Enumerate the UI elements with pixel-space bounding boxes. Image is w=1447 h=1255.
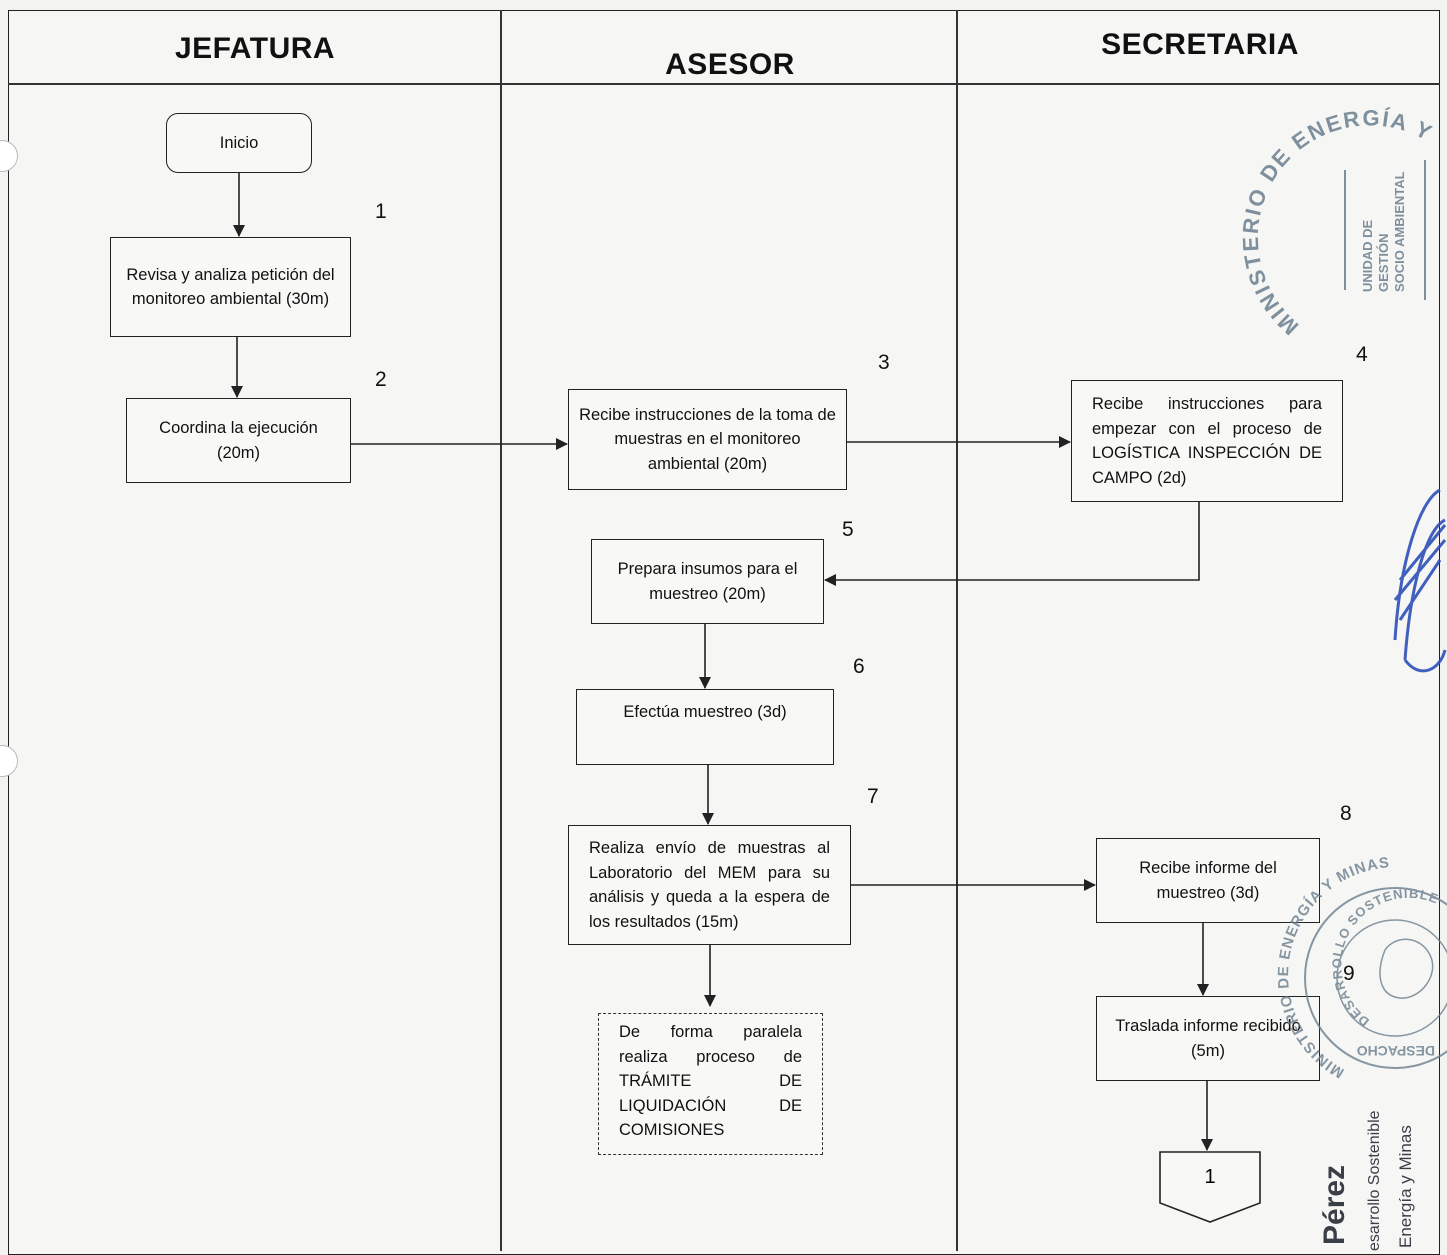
lane-title-jefatura: JEFATURA (174, 32, 336, 65)
step-6-box: Efectúa muestreo (3d) (576, 689, 834, 765)
step-number-8: 8 (1340, 802, 1352, 825)
parallel-process-text: De forma paralela realiza proceso de TRÁ… (619, 1023, 802, 1139)
step-9-box: Traslada informe recibido (5m) (1096, 996, 1320, 1081)
connector-lines (231, 173, 1213, 1151)
step-number-2: 2 (375, 368, 387, 391)
step-number-4: 4 (1356, 343, 1368, 366)
step-2-text: Coordina la ejecución (20m) (159, 419, 318, 462)
off-page-connector-label: 1 (1204, 1166, 1215, 1188)
step-number-6: 6 (853, 655, 865, 678)
start-label: Inicio (219, 133, 259, 152)
signature-line-1: esarrollo Sostenible (1366, 1110, 1383, 1251)
bottom-stamp-bottom-word: DESPACHO (1357, 1043, 1435, 1059)
top-stamp: MINISTERIO DE ENERGÍA Y MINAS UNIDAD DE … (0, 0, 1446, 340)
step-8-box: Recibe informe del muestreo (3d) (1096, 838, 1320, 923)
top-stamp-inner-1: UNIDAD DE (1360, 219, 1375, 292)
signature-line-2: Energía y Minas (1396, 1125, 1415, 1248)
arrow-4-to-5 (824, 502, 1200, 586)
lane-divider-2 (956, 10, 958, 1251)
lane-title-secretaria: SECRETARIA (1101, 28, 1299, 61)
step-3-box: Recibe instrucciones de la toma de muest… (568, 389, 847, 490)
step-5-box: Prepara insumos para el muestreo (20m) (591, 539, 824, 624)
step-2-box: Coordina la ejecución (20m) (126, 398, 351, 483)
step-number-9: 9 (1343, 962, 1355, 985)
step-6-text: Efectúa muestreo (3d) (623, 703, 787, 721)
step-3-text: Recibe instrucciones de la toma de muest… (579, 405, 836, 473)
start-terminal: Inicio (166, 113, 312, 173)
step-4-box: Recibe instrucciones para empezar con el… (1071, 380, 1343, 502)
parallel-process-box: De forma paralela realiza proceso de TRÁ… (598, 1013, 823, 1155)
step-number-5: 5 (842, 518, 854, 541)
lane-divider-1 (500, 10, 502, 1251)
bottom-stamp-inner-ring-text: DESARROLLO SOSTENIBLE (1329, 886, 1440, 1030)
signature-mark (1393, 488, 1447, 673)
step-7-box: Realiza envío de muestras al Laboratorio… (568, 825, 851, 945)
step-number-7: 7 (867, 785, 879, 808)
step-number-1: 1 (375, 200, 387, 223)
step-8-text: Recibe informe del muestreo (3d) (1139, 859, 1277, 902)
top-stamp-inner-3: SOCIO AMBIENTAL (1392, 171, 1407, 292)
signature-name: Pérez (1318, 1164, 1351, 1245)
bottom-stamp: MINISTERIO DE ENERGÍA Y MINAS DESARROLLO… (1275, 854, 1447, 1081)
top-stamp-ring-text: MINISTERIO DE ENERGÍA Y MINAS (0, 0, 1444, 340)
step-7-text: Realiza envío de muestras al Laboratorio… (589, 839, 830, 931)
top-stamp-inner-2: GESTIÓN (1376, 233, 1391, 292)
step-4-text: Recibe instrucciones para empezar con el… (1092, 395, 1322, 487)
step-1-box: Revisa y analiza petición del monitoreo … (110, 237, 351, 337)
svg-text:MINISTERIO DE ENERGÍA Y MINAS: MINISTERIO DE ENERGÍA Y MINAS (0, 0, 1446, 340)
svg-text:DESARROLLO SOSTENIBLE: DESARROLLO SOSTENIBLE (1329, 886, 1441, 1030)
coat-of-arms-shape (1379, 938, 1434, 999)
off-page-connector (1159, 1151, 1261, 1223)
step-9-text: Traslada informe recibido (5m) (1115, 1017, 1301, 1060)
lane-title-asesor: ASESOR (665, 48, 795, 81)
step-5-text: Prepara insumos para el muestreo (20m) (617, 560, 798, 603)
step-number-3: 3 (878, 351, 890, 374)
step-1-text: Revisa y analiza petición del monitoreo … (126, 265, 335, 309)
header-divider (8, 83, 1440, 85)
